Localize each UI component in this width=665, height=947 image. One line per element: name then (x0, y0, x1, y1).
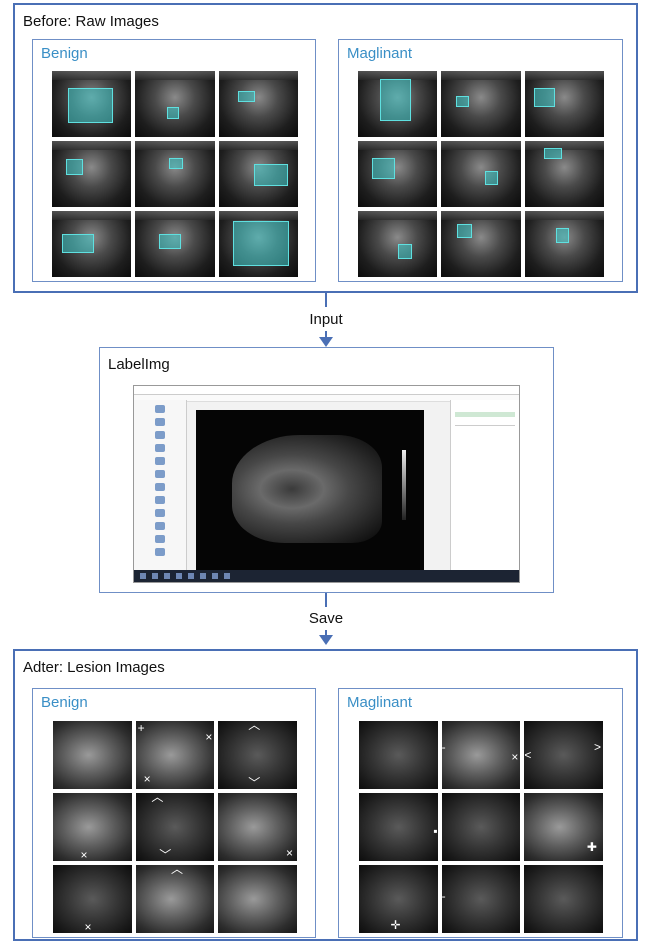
before-malignant-label: Maglinant (347, 45, 413, 62)
input-arrow-head (319, 337, 333, 347)
taskbar-icon (188, 573, 194, 579)
after-benign-label: Benign (41, 694, 88, 711)
raw-thumb (135, 211, 215, 277)
save-arrow-head (319, 635, 333, 645)
before-benign-panel: Benign (32, 39, 316, 282)
lesion-crop: × (218, 793, 297, 861)
tool-icon (155, 535, 165, 543)
taskbar-icon (140, 573, 146, 579)
lesion-crop (359, 721, 438, 789)
lesion-crop: +×× (135, 721, 215, 789)
lesion-crop (53, 721, 132, 789)
after-title: Adter: Lesion Images (23, 659, 165, 676)
lesion-crop: <> (524, 721, 603, 789)
gray-scale-bar (402, 450, 406, 520)
lesion-crop: × (53, 793, 132, 861)
save-arrow-line (325, 630, 327, 635)
raw-thumb (358, 71, 438, 137)
raw-thumb (218, 141, 298, 207)
after-section: Adter: Lesion Images Benign +×× ︿﹀ × ︿﹀ … (13, 649, 638, 941)
ultrasound-scan (232, 435, 382, 543)
raw-thumb (135, 141, 215, 207)
raw-thumb (524, 71, 604, 137)
app-toolbar (134, 400, 187, 570)
lesion-crop (441, 793, 521, 861)
taskbar-icon (164, 573, 170, 579)
app-menubar (134, 395, 519, 402)
lesion-crop: ✚ (524, 793, 603, 861)
raw-thumb (358, 141, 438, 207)
lesion-crop: × (53, 865, 132, 933)
taskbar-icon (176, 573, 182, 579)
lesion-crop: -× (441, 721, 521, 789)
lesion-crop: ︿ (135, 865, 215, 933)
raw-thumb (52, 211, 132, 277)
before-malignant-grid (358, 71, 604, 277)
raw-thumb (218, 71, 298, 137)
raw-thumb (524, 211, 604, 277)
before-benign-label: Benign (41, 45, 88, 62)
raw-thumb (52, 71, 132, 137)
labelimg-title: LabelImg (108, 356, 170, 373)
taskbar-icon (200, 573, 206, 579)
raw-thumb (441, 71, 521, 137)
tool-icon (155, 418, 165, 426)
before-malignant-panel: Maglinant (338, 39, 623, 282)
tool-icon (155, 431, 165, 439)
after-malignant-panel: Maglinant -× <> ▪ ✚ ✛ - (338, 688, 623, 938)
before-title: Before: Raw Images (23, 13, 159, 30)
input-arrow-line (325, 293, 327, 307)
after-malignant-grid: -× <> ▪ ✚ ✛ - (359, 721, 603, 933)
lesion-crop (524, 865, 603, 933)
raw-thumb (358, 211, 438, 277)
taskbar-icon (212, 573, 218, 579)
app-taskbar (134, 570, 519, 582)
save-arrow-line (325, 593, 327, 607)
raw-thumb (441, 141, 521, 207)
app-label-panel (450, 400, 519, 570)
lesion-crop: ︿﹀ (218, 721, 297, 789)
lesion-crop: ✛ (359, 865, 438, 933)
app-titlebar (134, 386, 519, 395)
tool-icon (155, 509, 165, 517)
lesion-crop: ▪ (359, 793, 438, 861)
labelimg-window (133, 385, 520, 583)
raw-thumb (441, 211, 521, 277)
tool-icon (155, 457, 165, 465)
raw-thumb (52, 141, 132, 207)
after-malignant-label: Maglinant (347, 694, 413, 711)
tool-icon (155, 548, 165, 556)
taskbar-icon (224, 573, 230, 579)
label-divider (455, 425, 515, 426)
save-arrow-label: Save (308, 610, 344, 627)
app-image-canvas (196, 410, 424, 572)
before-section: Before: Raw Images Benign Maglinant (13, 3, 638, 293)
raw-thumb (218, 211, 298, 277)
label-row (455, 412, 515, 417)
before-benign-grid (52, 71, 298, 277)
tool-icon (155, 405, 165, 413)
tool-icon (155, 470, 165, 478)
input-arrow-line (325, 331, 327, 337)
input-arrow-label: Input (309, 311, 343, 328)
taskbar-icon (152, 573, 158, 579)
after-benign-panel: Benign +×× ︿﹀ × ︿﹀ × × ︿ (32, 688, 316, 938)
tool-icon (155, 444, 165, 452)
tool-icon (155, 496, 165, 504)
after-benign-grid: +×× ︿﹀ × ︿﹀ × × ︿ (53, 721, 297, 933)
lesion-crop (218, 865, 297, 933)
raw-thumb (135, 71, 215, 137)
tool-icon (155, 483, 165, 491)
raw-thumb (524, 141, 604, 207)
lesion-crop: - (441, 865, 521, 933)
lesion-crop: ︿﹀ (135, 793, 215, 861)
tool-icon (155, 522, 165, 530)
